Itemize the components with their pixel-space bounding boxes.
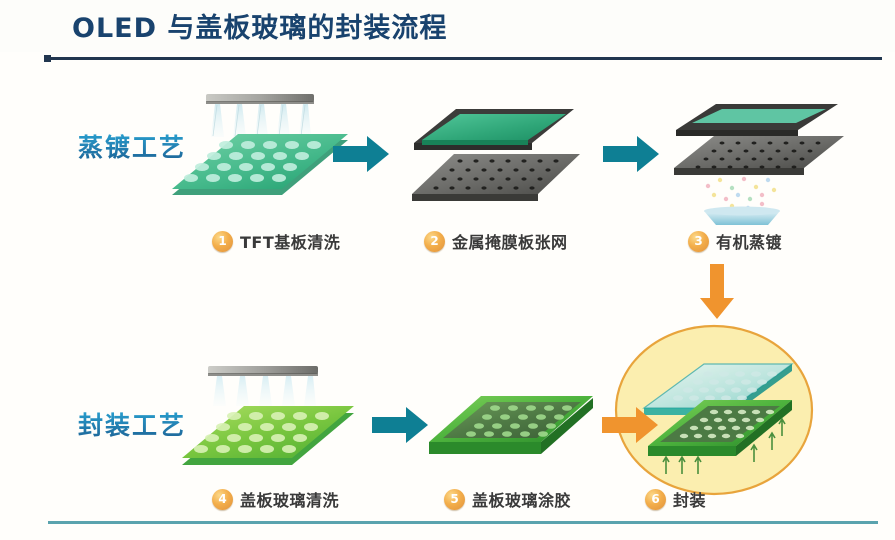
arrow-step5-to-step6 [602,407,658,443]
footer-divider [48,521,878,524]
step-caption-3: 3 有机蒸镀 [688,229,782,253]
step-caption-4: 4 盖板玻璃清洗 [212,487,339,511]
arrow-step3-to-step6 [700,264,734,319]
arrow-step2-to-step3 [603,136,659,172]
step-label-3: 有机蒸镀 [716,233,783,252]
step-badge-6: 6 [645,488,666,510]
title-band: OLED 与盖板玻璃的封装流程 [0,0,895,52]
step-label-5: 盖板玻璃涂胶 [472,491,572,510]
step-badge-2: 2 [424,230,445,252]
substrate-cleaning-icon [172,94,348,195]
step-label-1: TFT基板清洗 [240,233,341,252]
arrow-step1-to-step2 [333,136,389,172]
step-label-6: 封装 [673,491,707,510]
title-divider [46,57,882,60]
step-caption-6: 6 封装 [645,487,706,511]
step-badge-3: 3 [688,230,709,252]
row-label-evaporation: 蒸镀工艺 [78,128,186,164]
page-title: OLED 与盖板玻璃的封装流程 [72,13,448,44]
encapsulation-icon [614,324,814,496]
row-label-encapsulation: 封装工艺 [78,406,186,442]
step-badge-5: 5 [444,488,465,510]
step-caption-2: 2 金属掩膜板张网 [424,229,568,253]
cover-glass-gluing-icon [429,396,593,454]
title-divider-cap [44,55,51,62]
step-badge-1: 1 [212,230,233,252]
step-caption-5: 5 盖板玻璃涂胶 [444,487,571,511]
step-label-2: 金属掩膜板张网 [452,233,568,252]
organic-evaporation-icon [674,104,844,225]
step-label-4: 盖板玻璃清洗 [240,491,340,510]
cover-glass-cleaning-icon [182,366,354,465]
arrow-step4-to-step5 [372,407,428,443]
step-badge-4: 4 [212,488,233,510]
step-caption-1: 1 TFT基板清洗 [212,229,340,253]
metal-mask-icon [412,109,580,201]
